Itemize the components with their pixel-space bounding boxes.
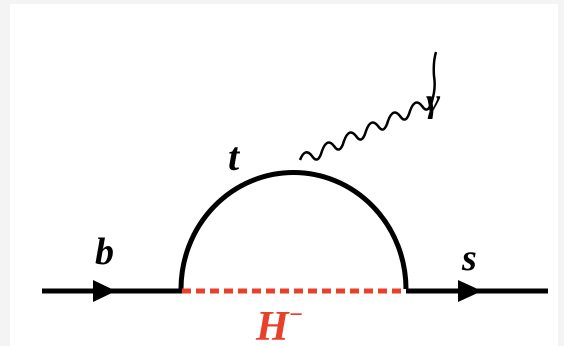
top-quark-loop: [178, 170, 409, 290]
incoming-arrow-icon: [93, 280, 116, 302]
loop-quark-label: t: [228, 134, 241, 179]
charged-higgs-symbol: H: [255, 304, 290, 346]
outgoing-arrow-icon: [458, 280, 482, 302]
charged-higgs-charge: −: [289, 302, 304, 328]
outgoing-quark-label: s: [461, 237, 477, 279]
incoming-quark-label: b: [95, 231, 114, 273]
photon-wavy-line: [298, 51, 438, 161]
photon-label: γ: [426, 83, 441, 120]
charged-higgs-label: H−: [255, 302, 303, 346]
